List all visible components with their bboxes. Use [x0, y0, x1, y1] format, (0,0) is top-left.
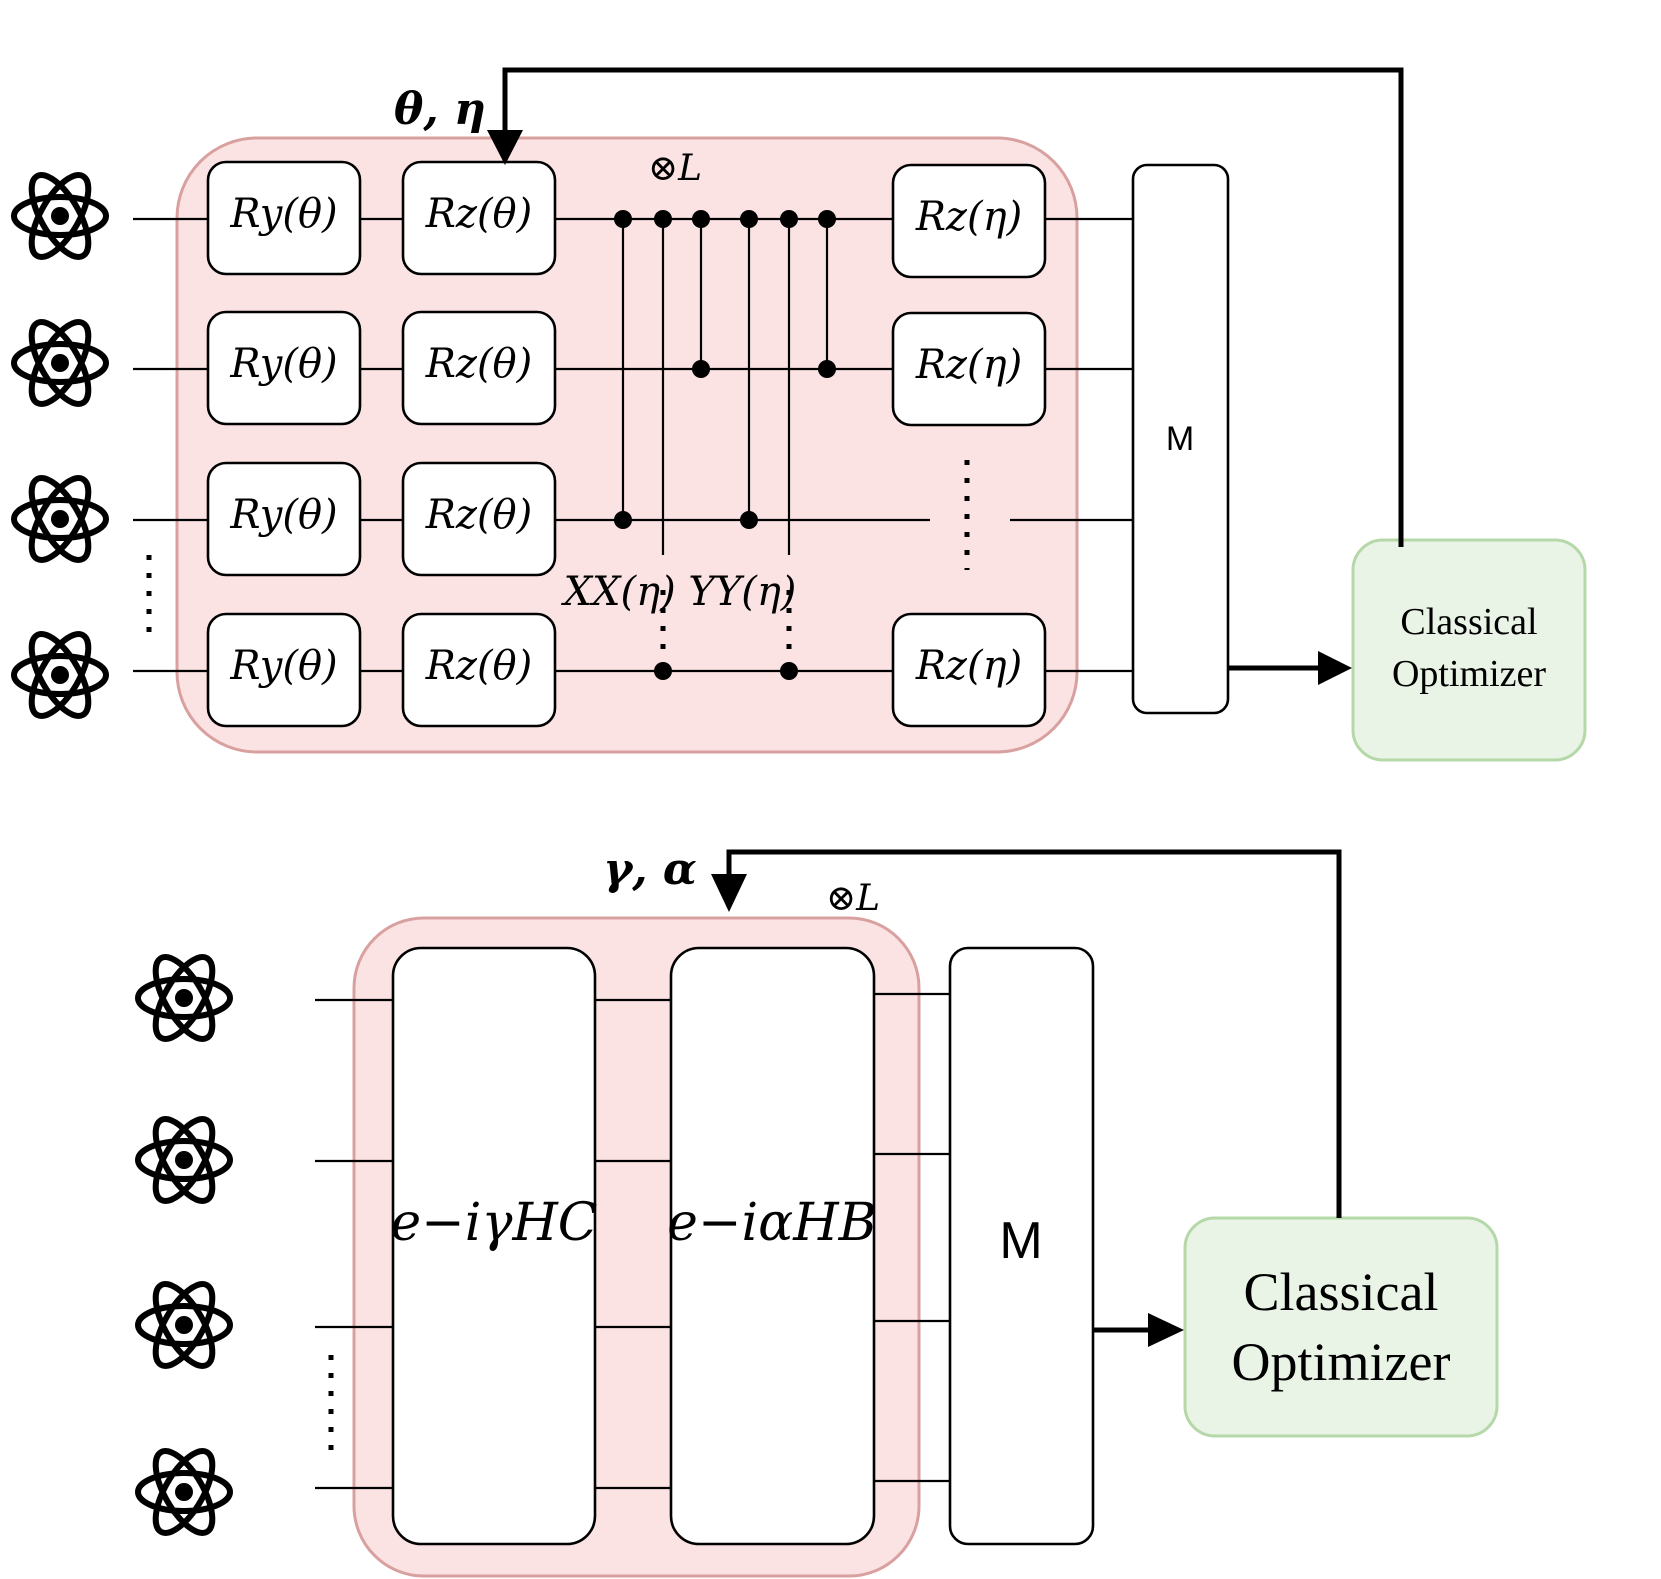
- svg-text:Ry(θ): Ry(θ): [229, 191, 337, 237]
- svg-text:Optimizer: Optimizer: [1232, 1332, 1451, 1392]
- rz-eta-gate[interactable]: Rz(η): [891, 163, 1047, 279]
- cost-unitary-gate[interactable]: e−iγHC: [390, 946, 598, 1546]
- classical-optimizer[interactable]: Classical Optimizer: [1183, 1216, 1499, 1438]
- svg-text:Rz(θ): Rz(θ): [425, 341, 532, 387]
- mixer-unitary-gate[interactable]: e−iαHB: [667, 946, 877, 1546]
- ry-gate[interactable]: Ry(θ): [206, 461, 362, 577]
- feedback-loop-line: [502, 67, 1404, 547]
- ry-gate[interactable]: Ry(θ): [206, 160, 362, 276]
- qubit-wires: [315, 992, 950, 1490]
- ry-gate[interactable]: Ry(θ): [206, 612, 362, 728]
- vqe-circuit-diagram: Ry(θ) Ry(θ) Ry(θ) Ry(θ) Rz(θ) Rz(θ) Rz(θ…: [14, 67, 1587, 762]
- svg-text:M: M: [1166, 420, 1194, 458]
- svg-text:e−iαHB: e−iαHB: [667, 1193, 877, 1253]
- atom-icon: [14, 626, 106, 725]
- svg-text:Ry(θ): Ry(θ): [229, 492, 337, 538]
- classical-optimizer[interactable]: Classical Optimizer: [1351, 538, 1587, 762]
- svg-text:Rz(θ): Rz(θ): [425, 492, 532, 538]
- measurement-box[interactable]: M: [1131, 163, 1230, 715]
- svg-text:Classical: Classical: [1244, 1262, 1439, 1322]
- qaoa-circuit-diagram: e−iγHC e−iαHB ⊗L M Classical Optimizer γ…: [138, 844, 1499, 1578]
- svg-text:Optimizer: Optimizer: [1392, 653, 1546, 695]
- layer-repeat-label: ⊗L: [648, 148, 702, 189]
- atom-icon: [138, 949, 230, 1048]
- rz-theta-gate[interactable]: Rz(θ): [401, 612, 557, 728]
- rz-eta-gate[interactable]: Rz(η): [891, 311, 1047, 427]
- svg-text:e−iγHC: e−iγHC: [390, 1193, 597, 1253]
- entangler-label: XX(η) YY(η): [561, 569, 797, 615]
- svg-text:Ry(θ): Ry(θ): [229, 341, 337, 387]
- rz-theta-gate[interactable]: Rz(θ): [401, 461, 557, 577]
- svg-text:Rz(η): Rz(η): [915, 643, 1022, 689]
- entangling-gates: [614, 210, 836, 680]
- rz-theta-gate[interactable]: Rz(θ): [401, 310, 557, 426]
- feedback-arrowhead: [487, 130, 523, 165]
- atom-icon: [138, 1276, 230, 1375]
- svg-text:M: M: [999, 1212, 1042, 1270]
- svg-text:Rz(θ): Rz(θ): [425, 191, 532, 237]
- rz-theta-gate[interactable]: Rz(θ): [401, 160, 557, 276]
- ansatz-block: [175, 136, 1079, 754]
- feedback-arrowhead: [711, 874, 747, 912]
- feedback-loop-line: [726, 849, 1342, 1218]
- atom-icon: [14, 167, 106, 266]
- measurement-box[interactable]: M: [948, 946, 1095, 1546]
- parameter-label: γ, α: [603, 844, 697, 895]
- layer-repeat-label: ⊗L: [826, 878, 880, 919]
- atom-icon: [14, 470, 106, 569]
- svg-text:Rz(θ): Rz(θ): [425, 643, 532, 689]
- ry-gate[interactable]: Ry(θ): [206, 310, 362, 426]
- svg-text:Rz(η): Rz(η): [915, 342, 1022, 388]
- svg-text:Rz(η): Rz(η): [915, 194, 1022, 240]
- atom-icon: [138, 1443, 230, 1542]
- atom-icon: [138, 1111, 230, 1210]
- rz-eta-gate[interactable]: Rz(η): [891, 612, 1047, 728]
- svg-text:Classical: Classical: [1400, 601, 1537, 643]
- svg-text:Ry(θ): Ry(θ): [229, 643, 337, 689]
- parameter-label: θ, η: [394, 84, 486, 135]
- atom-icon: [14, 314, 106, 413]
